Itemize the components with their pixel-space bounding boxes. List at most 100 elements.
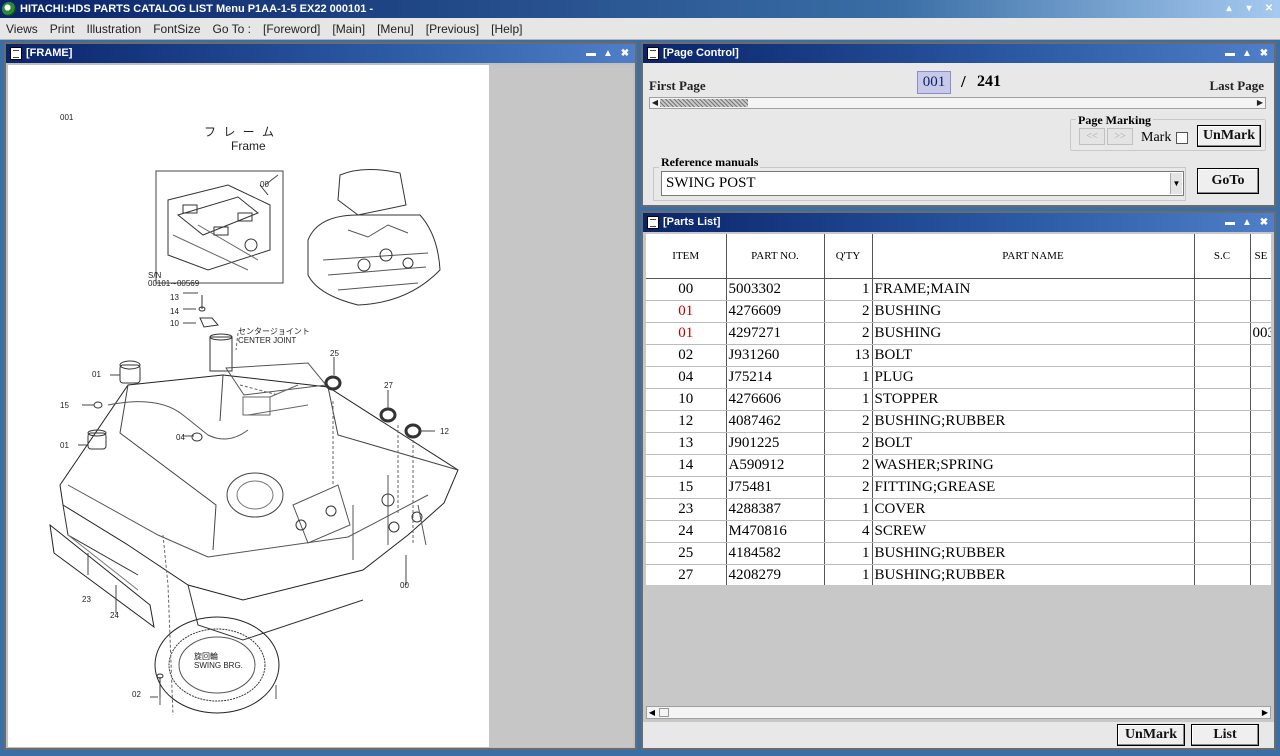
scroll-right-icon[interactable]: ▶ <box>1261 708 1269 717</box>
panel-minimize-icon[interactable]: ▬ <box>1225 48 1235 59</box>
panel-maximize-icon[interactable]: ▲ <box>603 48 613 59</box>
menu-menu[interactable]: [Menu] <box>377 21 414 36</box>
cell-part-no: J931260 <box>726 344 825 367</box>
page-control-body: First Page 001 / 241 Last Page ◀ ▶ Page … <box>643 63 1274 205</box>
cell-item: 01 <box>646 300 727 323</box>
illustration-title-en: Frame <box>231 139 266 153</box>
column-header-part-no[interactable]: PART NO. <box>726 234 825 279</box>
last-page-link[interactable]: Last Page <box>1209 78 1264 93</box>
mark-checkbox[interactable] <box>1176 132 1188 144</box>
cell-name: PLUG <box>872 366 1195 389</box>
column-header-se[interactable]: SE <box>1250 234 1271 279</box>
panel-minimize-icon[interactable]: ▬ <box>1225 217 1235 228</box>
cell-se: 003 <box>1250 322 1271 345</box>
cell-item: 10 <box>646 388 727 411</box>
cell-sc <box>1194 476 1251 499</box>
document-icon <box>10 47 22 60</box>
cell-item: 23 <box>646 498 727 521</box>
first-page-link[interactable]: First Page <box>649 78 706 93</box>
swing-bearing-jp: 旋回輪 <box>194 652 218 661</box>
parts-list-titlebar: [Parts List] ▬ ▲ ✖ <box>643 213 1274 232</box>
chevron-down-icon[interactable]: ▼ <box>1170 173 1182 194</box>
menu-illustration[interactable]: Illustration <box>86 21 142 36</box>
menu-goto[interactable]: Go To : <box>212 21 252 36</box>
cell-item: 04 <box>646 366 727 389</box>
close-icon[interactable]: ✕ <box>1264 3 1274 14</box>
menu-main[interactable]: [Main] <box>332 21 366 36</box>
scroll-left-icon[interactable]: ◀ <box>648 708 656 717</box>
parts-scroll-thumb[interactable] <box>659 708 669 717</box>
cell-item: 00 <box>646 278 727 301</box>
cell-sc <box>1194 520 1251 543</box>
panel-close-icon[interactable]: ✖ <box>1259 48 1269 59</box>
cell-item: 14 <box>646 454 727 477</box>
callout-label: 15 <box>60 401 69 410</box>
panel-close-icon[interactable]: ✖ <box>1259 217 1269 228</box>
parts-list-title: [Parts List] <box>663 216 721 228</box>
scroll-left-icon[interactable]: ◀ <box>651 98 659 107</box>
goto-button[interactable]: GoTo <box>1197 168 1259 194</box>
illustration-page-code: 001 <box>60 113 74 122</box>
parts-scrollbar[interactable]: ◀ ▶ <box>646 706 1271 719</box>
column-header-sc[interactable]: S.C <box>1194 234 1251 279</box>
cell-qty: 2 <box>824 476 873 499</box>
unmark-button[interactable]: UnMark <box>1117 724 1185 746</box>
list-button[interactable]: List <box>1191 724 1259 746</box>
cell-sc <box>1194 432 1251 455</box>
panel-maximize-icon[interactable]: ▲ <box>1242 217 1252 228</box>
menu-views[interactable]: Views <box>6 21 38 36</box>
cell-item: 15 <box>646 476 727 499</box>
panel-minimize-icon[interactable]: ▬ <box>586 48 596 59</box>
column-header-qty[interactable]: Q'TY <box>824 234 873 279</box>
parts-illustration[interactable]: 001 フ レ ー ム Frame <box>8 65 489 747</box>
cell-qty: 13 <box>824 344 873 367</box>
panel-close-icon[interactable]: ✖ <box>620 48 630 59</box>
panel-maximize-icon[interactable]: ▲ <box>1242 48 1252 59</box>
cell-part-no: 4276606 <box>726 388 825 411</box>
menu-print[interactable]: Print <box>49 21 75 36</box>
column-header-part-name[interactable]: PART NAME <box>872 234 1195 279</box>
cell-name: COVER <box>872 498 1195 521</box>
cell-qty: 2 <box>824 454 873 477</box>
unmark-page-button[interactable]: UnMark <box>1197 125 1261 147</box>
menu-foreword[interactable]: [Foreword] <box>263 21 321 36</box>
page-scroll-thumb[interactable] <box>660 99 748 107</box>
menu-previous[interactable]: [Previous] <box>425 21 480 36</box>
menu-fontsize[interactable]: FontSize <box>153 21 201 36</box>
page-scrollbar[interactable]: ◀ ▶ <box>649 97 1266 109</box>
page-separator: / <box>961 72 966 91</box>
table-row[interactable]: 0142972712BUSHING003 <box>646 322 1271 345</box>
list-icon <box>647 216 659 229</box>
next-mark-button[interactable]: >> <box>1107 128 1133 145</box>
menu-help[interactable]: [Help] <box>491 21 523 36</box>
sn-range: 00101∼00569 <box>148 279 200 288</box>
center-joint-jp: センタージョイント <box>238 327 310 336</box>
reference-manuals-select[interactable]: SWING POST ▼ <box>661 171 1184 196</box>
cell-sc <box>1194 300 1251 323</box>
column-header-item[interactable]: ITEM <box>646 234 727 279</box>
current-page-field[interactable]: 001 <box>917 71 951 94</box>
prev-mark-button[interactable]: << <box>1079 128 1105 145</box>
restore-icon[interactable]: ▾ <box>1246 3 1252 14</box>
callout-label: 25 <box>330 349 339 358</box>
cell-se <box>1250 300 1271 323</box>
minimize-icon[interactable]: ▴ <box>1226 3 1232 14</box>
scroll-right-icon[interactable]: ▶ <box>1256 98 1264 107</box>
cell-name: WASHER;SPRING <box>872 454 1195 477</box>
